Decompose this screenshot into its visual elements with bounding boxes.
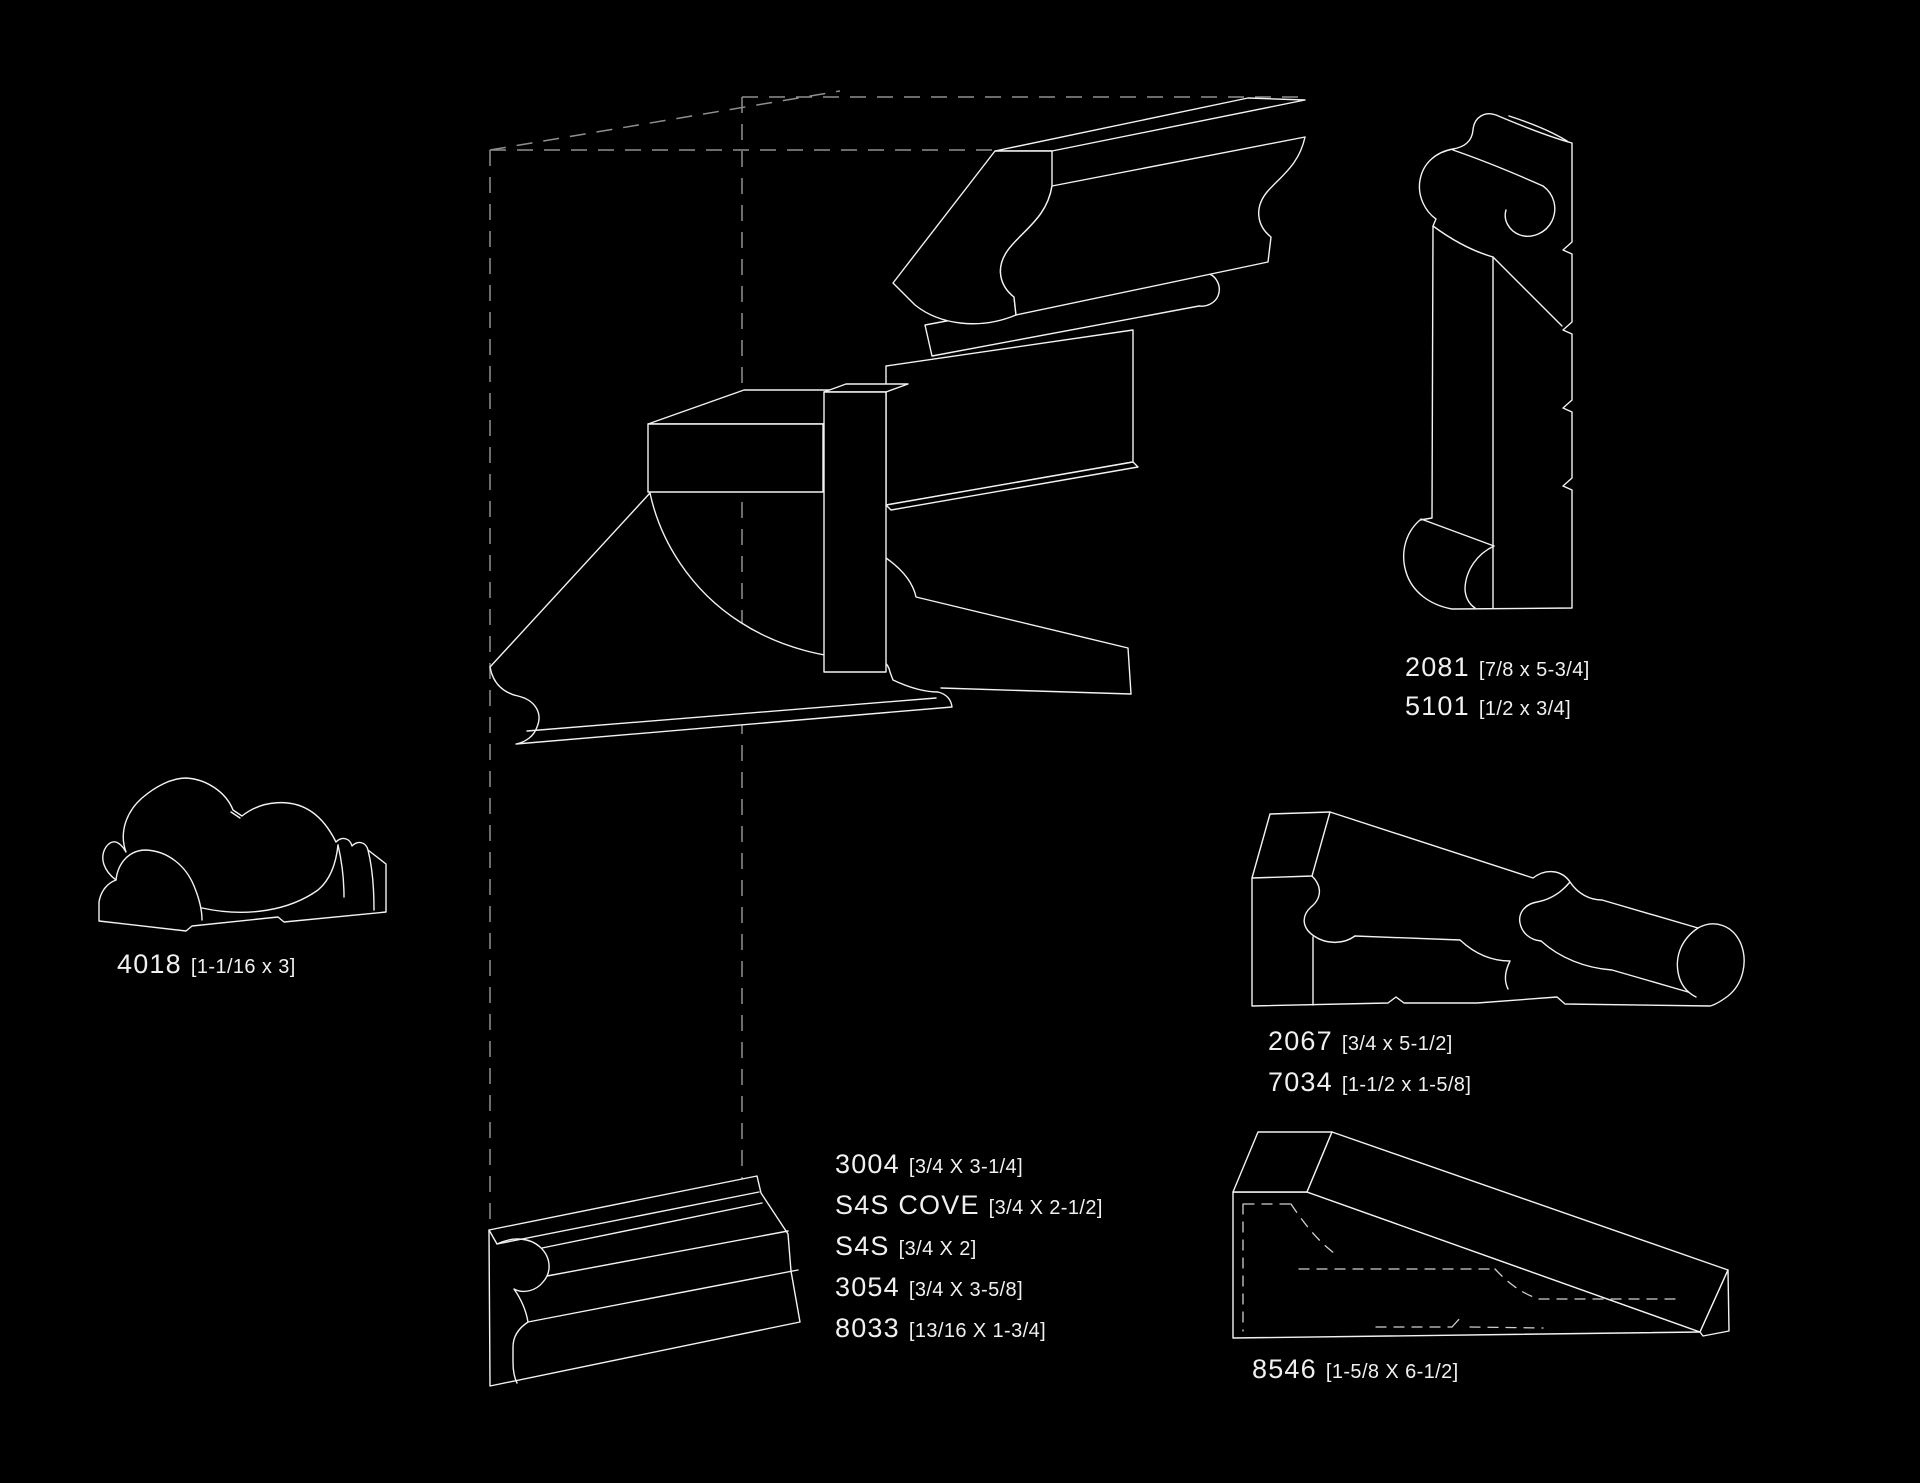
moulding-code: 3004 bbox=[835, 1149, 900, 1179]
moulding-size: [1/2 x 3/4] bbox=[1478, 698, 1572, 720]
moulding-label-row: 8033 [13/16 X 1-3/4] bbox=[835, 1310, 1103, 1351]
moulding-code: 7034 bbox=[1268, 1067, 1333, 1097]
moulding-label-row: 2067 [3/4 x 5-1/2] bbox=[1268, 1023, 1471, 1064]
moulding-code: 8546 bbox=[1252, 1354, 1317, 1384]
moulding-size: [1-5/8 X 6-1/2] bbox=[1325, 1361, 1459, 1383]
moulding-code: 2067 bbox=[1268, 1026, 1333, 1056]
frieze-left-end bbox=[647, 423, 824, 493]
crown-face bbox=[999, 136, 1306, 316]
moulding-size: [3/4 X 2-1/2] bbox=[988, 1197, 1103, 1219]
panel-moulding-silhouette bbox=[488, 1175, 801, 1387]
moulding-label-row: 5101 [1/2 x 3/4] bbox=[1405, 689, 1590, 728]
moulding-label-row: 2081 [7/8 x 5-3/4] bbox=[1405, 650, 1590, 689]
moulding-label-row: 4018 [1-1/16 x 3] bbox=[117, 946, 296, 987]
bed-strip bbox=[924, 272, 1220, 357]
crown-buildup-assembly-drawing bbox=[489, 97, 1306, 745]
frieze-bottom-sliver bbox=[885, 461, 1139, 511]
crown-top-face bbox=[994, 97, 1306, 152]
moulding-label-row: 3004 [3/4 X 3-1/4] bbox=[835, 1146, 1103, 1187]
moulding-label-row: 8546 [1-5/8 X 6-1/2] bbox=[1252, 1351, 1459, 1392]
moulding-code: S4S COVE bbox=[835, 1190, 980, 1220]
moulding-size: [13/16 X 1-3/4] bbox=[908, 1320, 1047, 1342]
moulding-code: 4018 bbox=[117, 949, 182, 979]
moulding-code: 3054 bbox=[835, 1272, 900, 1302]
moulding-code: 8033 bbox=[835, 1313, 900, 1343]
moulding-label-row: 7034 [1-1/2 x 1-5/8] bbox=[1268, 1064, 1471, 1105]
moulding-size: [3/4 X 3-1/4] bbox=[908, 1156, 1024, 1178]
moulding-label-row: S4S COVE [3/4 X 2-1/2] bbox=[835, 1187, 1103, 1228]
moulding-size: [1-1/16 x 3] bbox=[190, 956, 296, 978]
moulding-size: [7/8 x 5-3/4] bbox=[1478, 659, 1590, 681]
moulding-size: [3/4 X 2] bbox=[898, 1238, 977, 1260]
backer-block bbox=[823, 391, 887, 673]
casing-2067-drawing bbox=[1251, 811, 1745, 1007]
wedge-end-face bbox=[1699, 1269, 1730, 1337]
panel-moulding-drawing bbox=[488, 1175, 801, 1387]
moulding-code: S4S bbox=[835, 1231, 890, 1261]
label-group-buildup: 3004[3/4 X 3-1/4]S4S COVE[3/4 X 2-1/2]S4… bbox=[835, 1146, 1103, 1351]
label-group-baseboard: 2081 [7/8 x 5-3/4] 5101 [1/2 x 3/4] bbox=[1405, 650, 1590, 728]
wedge-hidden-profile bbox=[1242, 1203, 1681, 1332]
casing-4018-silhouette bbox=[98, 777, 387, 932]
baseboard-silhouette bbox=[1402, 113, 1573, 610]
cove-moulding bbox=[489, 492, 953, 745]
casing-4018-drawing bbox=[98, 777, 387, 932]
moulding-size: [1-1/2 x 1-5/8] bbox=[1341, 1074, 1472, 1096]
moulding-label-row: S4S [3/4 X 2] bbox=[835, 1228, 1103, 1269]
label-group-casing-4018: 4018 [1-1/16 x 3] bbox=[117, 946, 296, 987]
moulding-size: [3/4 x 5-1/2] bbox=[1341, 1033, 1453, 1055]
wedge-8546-drawing bbox=[1232, 1131, 1730, 1339]
moulding-label-row: 3054 [3/4 X 3-5/8] bbox=[835, 1269, 1103, 1310]
moulding-code: 5101 bbox=[1405, 691, 1470, 721]
moulding-size: [3/4 X 3-5/8] bbox=[908, 1279, 1024, 1301]
label-group-wedge: 8546 [1-5/8 X 6-1/2] bbox=[1252, 1351, 1459, 1392]
label-group-casing-2067: 2067 [3/4 x 5-1/2] 7034 [1-1/2 x 1-5/8] bbox=[1268, 1023, 1471, 1105]
frieze-right-run bbox=[885, 329, 1134, 506]
casing-2067-silhouette bbox=[1251, 811, 1745, 1007]
moulding-code: 2081 bbox=[1405, 652, 1470, 682]
baseboard-2081-drawing bbox=[1402, 113, 1573, 610]
